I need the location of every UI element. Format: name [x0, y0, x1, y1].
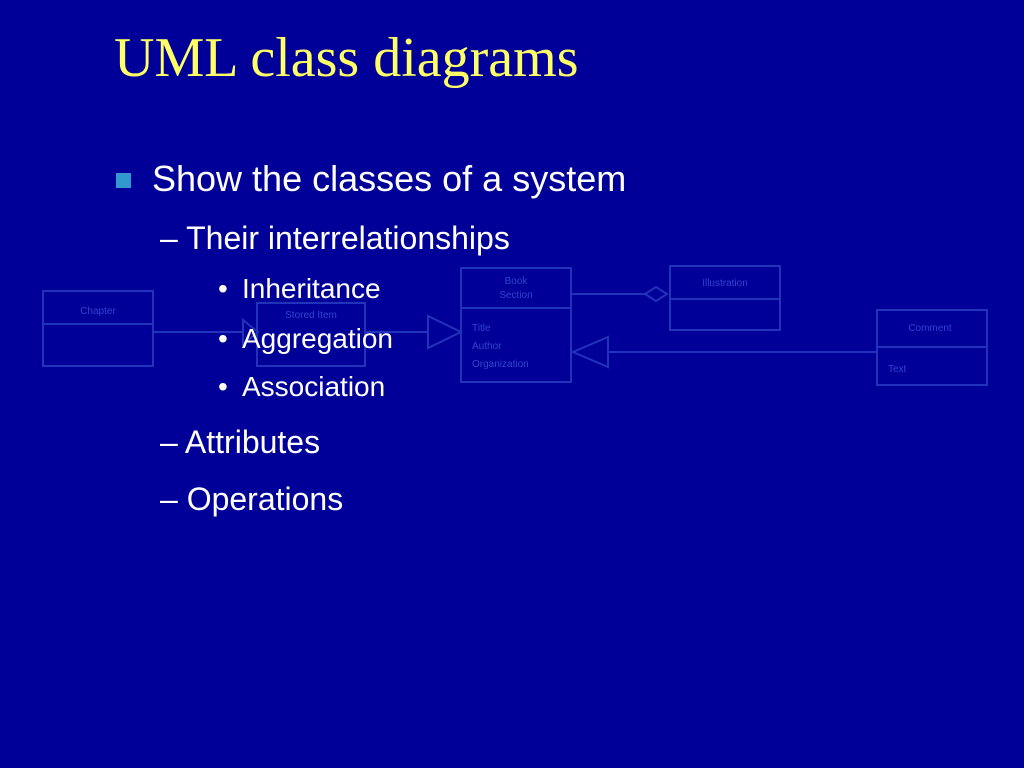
dot-bullet-icon: • [218, 323, 228, 354]
inheritance-arrow-middle [427, 314, 464, 350]
class-box-stored-item [256, 302, 366, 367]
sub-bullet-operations: – Operations [160, 481, 344, 517]
sub-item-association: Association [242, 371, 386, 402]
sub-bullet-interrelationships: – Their interrelationships [160, 220, 510, 256]
sub-item-inheritance: Inheritance [242, 273, 381, 304]
sub-item-aggregation: Aggregation [242, 323, 394, 354]
dot-bullet-icon: • [218, 371, 228, 402]
class-name-chapter: Chapter [80, 306, 116, 317]
class-name-comment: Comment [908, 323, 952, 334]
slide-title: UML class diagrams [114, 27, 579, 89]
aggregation-diamond [643, 285, 669, 303]
bullet-level1: Show the classes of a system [152, 158, 627, 199]
class-attr-title: Title [472, 323, 491, 334]
square-bullet-icon [116, 173, 131, 188]
inheritance-arrow-comment [570, 335, 609, 369]
class-attr-organization: Organization [472, 359, 529, 370]
class-name-stored-item: Stored Item [285, 310, 337, 321]
class-attr-author: Author [472, 341, 502, 352]
dot-bullet-icon: • [218, 273, 228, 304]
class-name-illustration: Illustration [702, 278, 748, 289]
class-attr-text: Text [888, 364, 907, 375]
class-box-book [460, 267, 572, 383]
class-name-book: Book [505, 276, 529, 287]
class-box-chapter [42, 290, 154, 367]
sub-bullet-attributes: – Attributes [160, 424, 321, 460]
inheritance-arrow-chapter [242, 317, 260, 347]
class-name-section: Section [499, 290, 532, 301]
